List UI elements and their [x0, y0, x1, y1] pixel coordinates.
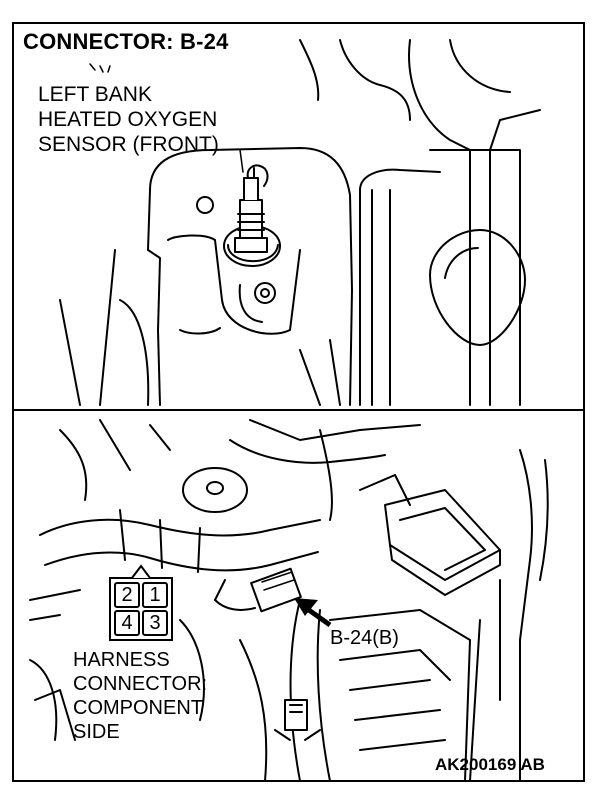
- sensor-label-line: SENSOR (FRONT): [38, 133, 219, 156]
- figure-code: AK200169 AB: [435, 755, 545, 774]
- pin-4: 4: [121, 612, 133, 634]
- connector-callout-label: B-24(B): [330, 627, 399, 649]
- connector-b24-icon: [250, 567, 302, 613]
- sensor-label-line: HEATED OXYGEN: [38, 108, 218, 131]
- sensor-location-view: [59, 39, 541, 406]
- harness-label: HARNESS CONNECTOR: COMPONENT SIDE: [73, 648, 207, 744]
- harness-label-line: COMPONENT: [73, 697, 203, 719]
- pin-1: 1: [149, 584, 161, 606]
- sensor-label-line: LEFT BANK: [38, 83, 152, 106]
- harness-location-view: [29, 419, 549, 782]
- harness-connector-pinout: [109, 564, 173, 641]
- pin-2: 2: [121, 584, 133, 606]
- callout-arrow-icon: [294, 598, 332, 628]
- pin-3: 3: [149, 612, 161, 634]
- connector-title: CONNECTOR: B-24: [23, 29, 229, 54]
- harness-label-line: SIDE: [73, 721, 120, 743]
- harness-label-line: HARNESS: [73, 649, 170, 671]
- outer-frame: [12, 22, 585, 782]
- filler-cap-icon: [182, 467, 248, 513]
- sensor-label: LEFT BANK HEATED OXYGEN SENSOR (FRONT): [38, 82, 219, 157]
- oxygen-sensor-icon: [234, 164, 269, 253]
- harness-label-line: CONNECTOR:: [73, 673, 208, 695]
